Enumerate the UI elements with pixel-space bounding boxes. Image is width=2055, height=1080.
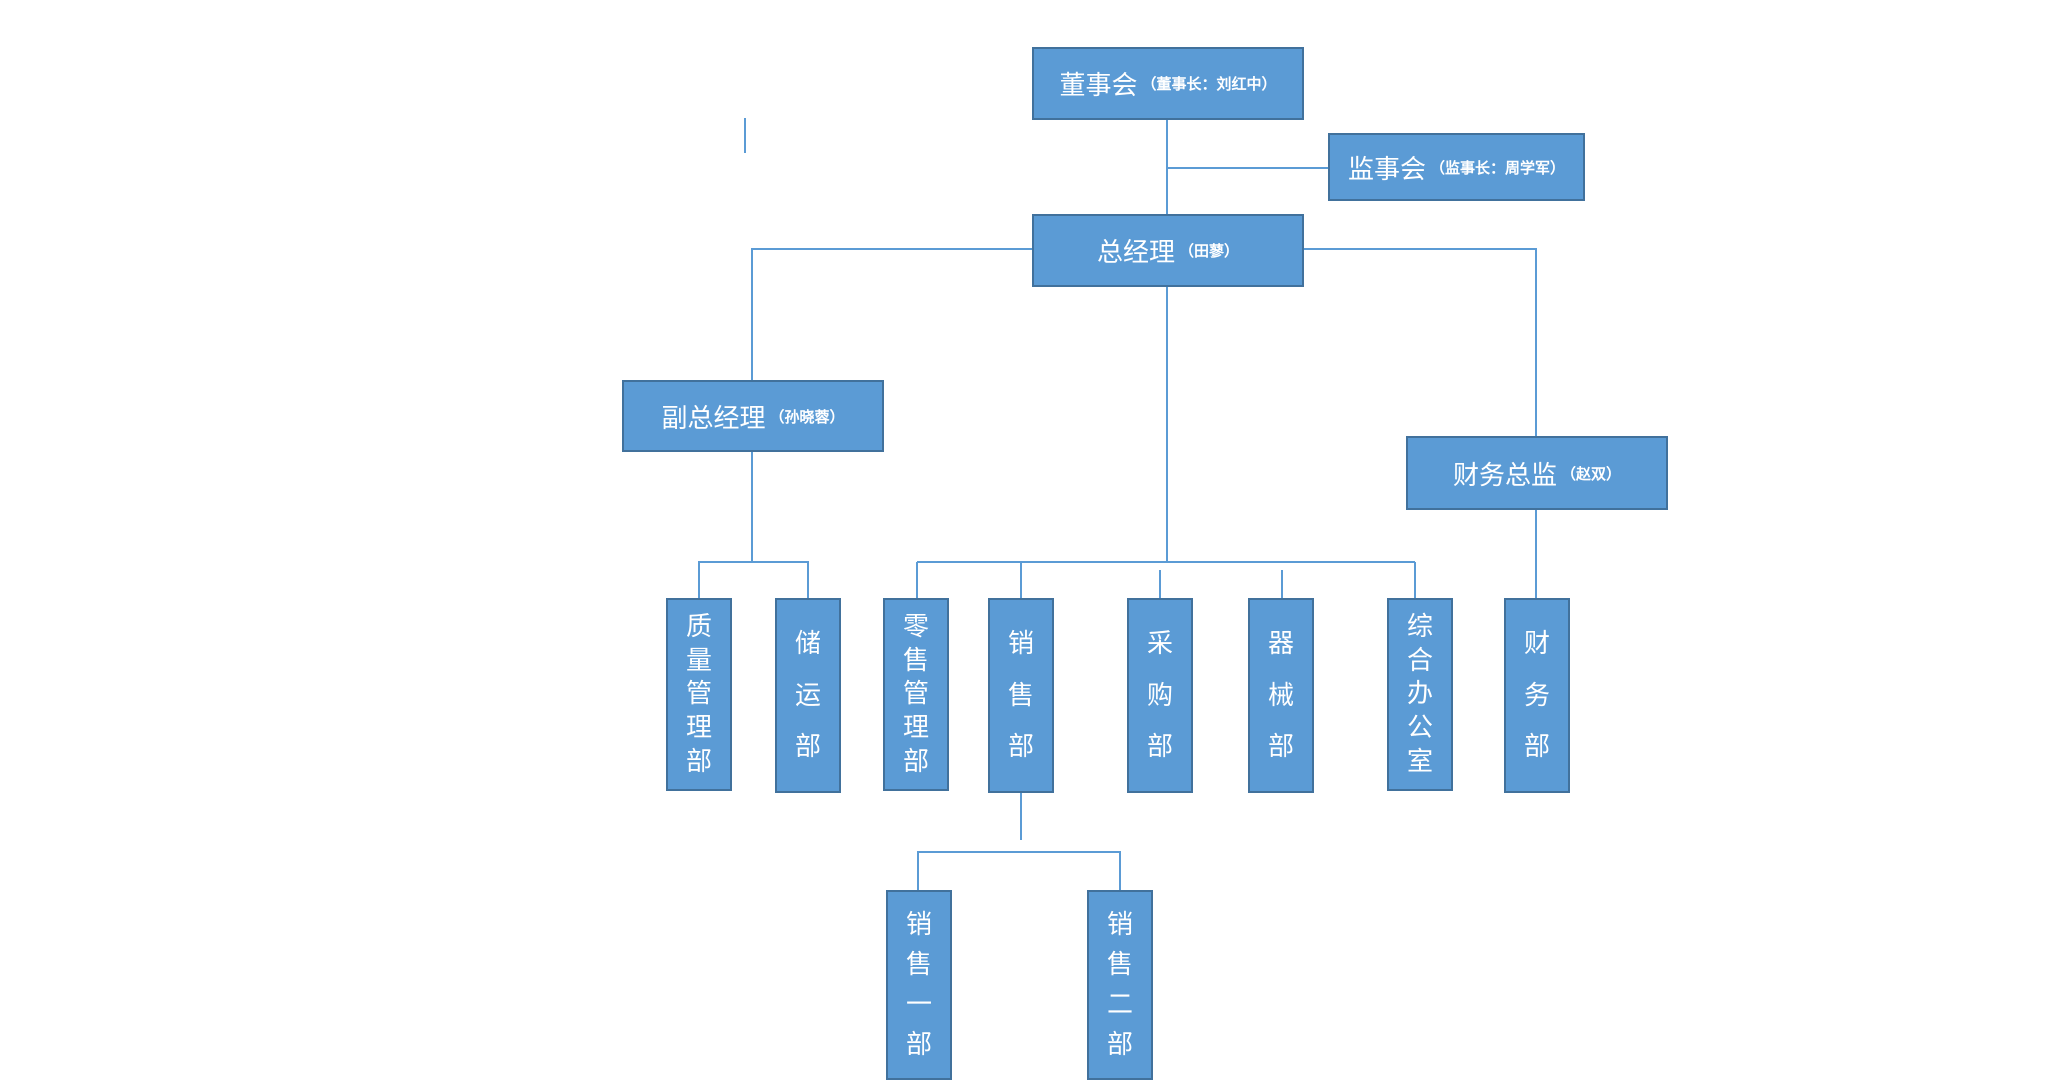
dept-label-char: 公 bbox=[1406, 713, 1433, 744]
cfo-title: 财务总监 bbox=[1452, 460, 1557, 491]
dept-label-char: 部 bbox=[1106, 1030, 1133, 1060]
retail-dept-box: 零售管理部 bbox=[883, 598, 949, 791]
sales-1-box: 销售一部 bbox=[886, 890, 952, 1080]
sales-2-box: 销售二部 bbox=[1087, 890, 1153, 1080]
dept-label-char: 部 bbox=[1267, 731, 1294, 762]
dept-label-char: 零 bbox=[902, 611, 929, 642]
purchase-dept-box: 采购部 bbox=[1127, 598, 1193, 793]
dept-label-char: 量 bbox=[685, 645, 712, 676]
supervisors-title: 监事会 bbox=[1347, 154, 1426, 185]
connector-gm-deputy bbox=[751, 248, 1032, 380]
dept-label-char: 购 bbox=[1146, 680, 1173, 711]
dept-label-char: 综 bbox=[1406, 611, 1433, 642]
cfo-name: （赵双） bbox=[1561, 464, 1622, 483]
dept-label-char: 销 bbox=[1106, 910, 1133, 940]
quality-dept-box: 质量管理部 bbox=[666, 598, 732, 791]
supervisors-chair: （监事长：周学军） bbox=[1430, 158, 1566, 177]
dept-label-char: 部 bbox=[1146, 731, 1173, 762]
gm-name: （田蓼） bbox=[1179, 242, 1240, 260]
dept-label-char: 销 bbox=[905, 910, 932, 940]
dept-label-char: 管 bbox=[902, 679, 929, 710]
dept-label: 综合办公室 bbox=[1407, 606, 1433, 783]
dept-label-char: 理 bbox=[902, 713, 929, 744]
dept-label-char: 室 bbox=[1406, 747, 1433, 778]
deputy-gm-box: 副总经理 （孙晓蓉） bbox=[622, 380, 884, 452]
dept-label-char: 合 bbox=[1406, 645, 1433, 676]
gm-title: 总经理 bbox=[1096, 238, 1175, 268]
dept-label-char: 储 bbox=[794, 629, 821, 660]
connector-gm-cfo bbox=[1302, 248, 1537, 436]
dept-label-char: 售 bbox=[1007, 680, 1034, 711]
connector-deputy-bus bbox=[698, 561, 809, 598]
dept-label: 销售一部 bbox=[906, 898, 932, 1072]
dept-label-char: 部 bbox=[794, 731, 821, 762]
dept-label-char: 部 bbox=[905, 1030, 932, 1060]
gm-box: 总经理 （田蓼） bbox=[1032, 214, 1304, 287]
dept-label-char: 售 bbox=[905, 950, 932, 980]
dept-label-char: 一 bbox=[905, 990, 932, 1020]
dept-label-char: 部 bbox=[1523, 731, 1550, 762]
admin-office-box: 综合办公室 bbox=[1387, 598, 1453, 791]
finance-dept-box: 财务部 bbox=[1504, 598, 1570, 793]
sales-dept-box: 销售部 bbox=[988, 598, 1054, 793]
connector-sales-subs bbox=[917, 851, 1121, 890]
dept-label-char: 器 bbox=[1267, 629, 1294, 660]
supervisors-box: 监事会 （监事长：周学军） bbox=[1328, 133, 1585, 201]
dept-label: 采购部 bbox=[1147, 606, 1173, 785]
board-title: 董事会 bbox=[1059, 71, 1138, 101]
dept-label-char: 质 bbox=[685, 611, 712, 642]
dept-label-char: 财 bbox=[1523, 629, 1550, 660]
board-box: 董事会 （董事长：刘红中） bbox=[1032, 47, 1304, 120]
dept-label-char: 运 bbox=[794, 680, 821, 711]
dept-label-char: 二 bbox=[1106, 990, 1133, 1020]
dept-label-char: 售 bbox=[1106, 950, 1133, 980]
cfo-box: 财务总监 （赵双） bbox=[1406, 436, 1668, 510]
dept-label-char: 销 bbox=[1007, 629, 1034, 660]
dept-label-char: 售 bbox=[902, 645, 929, 676]
dept-label-char: 采 bbox=[1146, 629, 1173, 660]
dept-label-char: 部 bbox=[1007, 731, 1034, 762]
dept-label: 销售二部 bbox=[1107, 898, 1133, 1072]
dept-label: 储运部 bbox=[795, 606, 821, 785]
dept-label-char: 部 bbox=[902, 747, 929, 778]
dept-label: 器械部 bbox=[1268, 606, 1294, 785]
storage-dept-box: 储运部 bbox=[775, 598, 841, 793]
deputy-gm-title: 副总经理 bbox=[661, 403, 766, 434]
dept-label-char: 部 bbox=[685, 747, 712, 778]
equipment-dept-box: 器械部 bbox=[1248, 598, 1314, 793]
dept-label-char: 理 bbox=[685, 713, 712, 744]
dept-label: 财务部 bbox=[1524, 606, 1550, 785]
dept-label: 销售部 bbox=[1008, 606, 1034, 785]
deputy-gm-name: （孙晓蓉） bbox=[769, 407, 845, 426]
dept-label-char: 械 bbox=[1267, 680, 1294, 711]
dept-label-char: 务 bbox=[1523, 680, 1550, 711]
dept-label: 质量管理部 bbox=[686, 606, 712, 783]
dept-label-char: 管 bbox=[685, 679, 712, 710]
dept-label-char: 办 bbox=[1406, 679, 1433, 710]
board-chair: （董事长：刘红中） bbox=[1141, 75, 1277, 93]
dept-label: 零售管理部 bbox=[903, 606, 929, 783]
